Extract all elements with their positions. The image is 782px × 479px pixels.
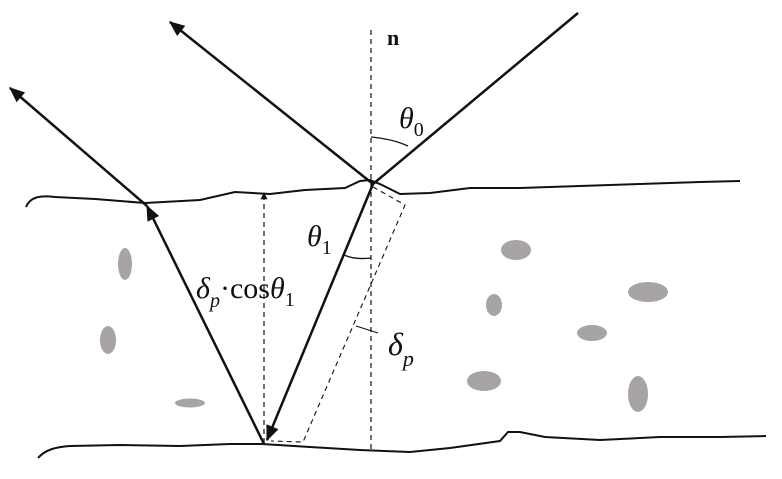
theta1-label: θ1 (307, 220, 332, 259)
theta0-arc (370, 136, 409, 147)
bottom-surface (37, 431, 767, 459)
thickness-leader (355, 325, 379, 334)
inclusion-8 (467, 371, 501, 391)
reflected-ray-top (168, 21, 374, 185)
inclusion-9 (628, 376, 648, 412)
inclusion-5 (486, 294, 502, 316)
thickness-label: δp (388, 326, 414, 371)
refracted-ray-up (145, 204, 266, 445)
theta0-label: θ0 (399, 102, 424, 141)
refracted-ray-down (265, 183, 375, 442)
inclusion-7 (577, 325, 607, 341)
path-height-label: δp·cosθ1 (196, 272, 295, 312)
inclusion-6 (628, 282, 668, 302)
normal-label: n (387, 25, 399, 50)
inclusions (100, 240, 668, 412)
inclusion-4 (501, 240, 531, 260)
inclusion-2 (100, 326, 116, 354)
incident-ray (372, 12, 579, 185)
inclusion-1 (118, 248, 132, 280)
top-surface (25, 178, 741, 208)
theta1-arc (343, 254, 372, 260)
reflected-ray-second (9, 87, 148, 207)
inclusion-3 (175, 398, 205, 408)
thickness-dashed-rect (270, 186, 406, 443)
